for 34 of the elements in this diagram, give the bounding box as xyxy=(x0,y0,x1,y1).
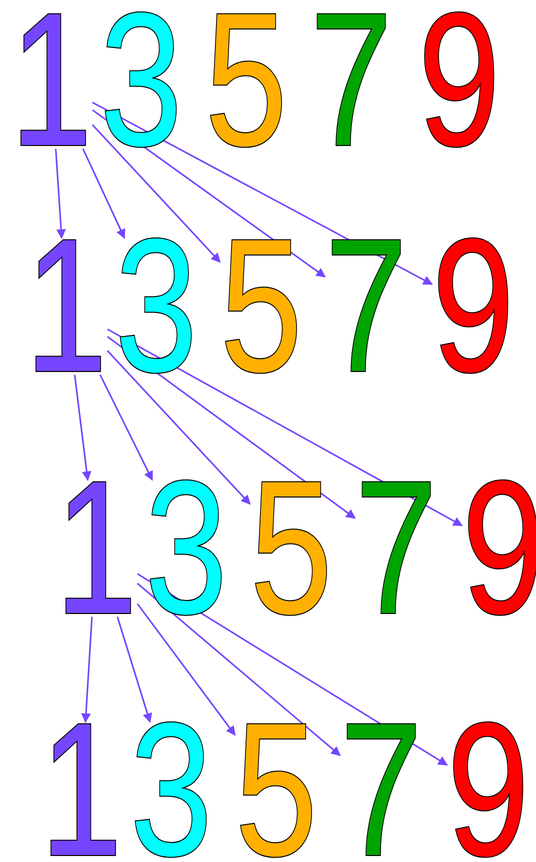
arrow xyxy=(82,148,126,239)
digit-text: 7 xyxy=(325,238,408,375)
digit-text: 3 xyxy=(100,12,182,149)
digit-text: 9 xyxy=(447,722,530,859)
arrow xyxy=(107,328,463,526)
arrow xyxy=(136,582,341,756)
digit-text: 1 xyxy=(55,480,138,617)
arrow xyxy=(92,109,326,278)
digit-text: 5 xyxy=(235,722,318,859)
digit-text: 7 xyxy=(340,722,422,859)
digit-text: 9 xyxy=(418,12,500,149)
arrow xyxy=(54,148,66,239)
arrow xyxy=(92,124,221,263)
digit-text: 3 xyxy=(145,480,228,617)
arrow xyxy=(106,350,251,505)
arrow xyxy=(81,616,93,723)
digit-text: 1 xyxy=(10,12,92,149)
digit-text: 7 xyxy=(310,12,392,149)
digit-text: 7 xyxy=(355,480,438,617)
digit-text: 3 xyxy=(115,238,198,375)
arrow xyxy=(92,102,433,286)
arrow xyxy=(116,616,152,723)
arrow xyxy=(74,374,92,481)
digit-text: 5 xyxy=(220,238,302,375)
digit-text: 5 xyxy=(250,480,332,617)
digit-text: 1 xyxy=(40,722,122,859)
arrow xyxy=(137,573,448,766)
arrow xyxy=(136,603,236,736)
arrow xyxy=(99,374,154,481)
arrow xyxy=(106,336,356,519)
digit-text: 3 xyxy=(130,722,212,859)
digit-text: 9 xyxy=(432,238,514,375)
digit-text: 5 xyxy=(205,12,288,149)
digit-text: 1 xyxy=(25,238,108,375)
